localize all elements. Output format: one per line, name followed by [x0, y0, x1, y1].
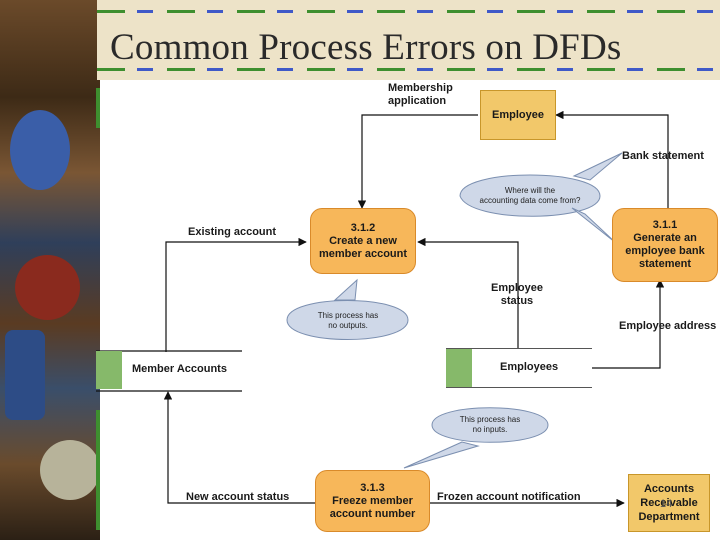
- callout-pointer: [403, 441, 480, 469]
- process-line: Generate an: [633, 232, 697, 244]
- flow-label-existing-account: Existing account: [188, 226, 277, 238]
- store-employees-label: Employees: [500, 361, 559, 373]
- entity-ar-line-1: Accounts: [643, 483, 695, 495]
- flow-existing-account: [165, 237, 307, 352]
- accent-bar: [96, 88, 100, 128]
- medal-cross-decor: [15, 255, 80, 320]
- callout-bubble: [431, 407, 549, 443]
- flow-new-account-status: [163, 391, 315, 504]
- callout-line: Where will the: [504, 186, 556, 195]
- entity-ar-line-2: Receivable: [640, 497, 698, 509]
- callout-no-outputs: This process has no outputs.: [290, 311, 406, 331]
- process-id: 3.1.2: [350, 221, 376, 234]
- store-member-accounts: Member Accounts: [96, 351, 242, 389]
- callout-pointer: [571, 207, 617, 244]
- slide-title: Common Process Errors on DFDs: [110, 27, 622, 68]
- flow-label-bank-statement: Bank statement: [622, 150, 704, 162]
- process-line: member account: [318, 247, 408, 260]
- flow-employee-address: [592, 279, 665, 369]
- compass-decor: [40, 440, 100, 500]
- process-3-1-3: 3.1.3 Freeze member account number: [315, 470, 430, 532]
- title-stripe-top: [97, 10, 720, 13]
- title-stripe-bottom: [97, 68, 720, 71]
- callout-pointer: [333, 278, 358, 301]
- flow-label-line: Employee: [491, 282, 543, 294]
- entity-employee-label: Employee: [492, 109, 544, 121]
- process-line: Create a new: [329, 234, 397, 247]
- callout-bubble: [286, 300, 409, 340]
- callout-bubble: [459, 174, 601, 217]
- flow-label-new-account-status: New account status: [186, 491, 290, 503]
- callout-pointer: [572, 152, 623, 181]
- medal-ribbon-decor: [10, 110, 70, 190]
- callout-line: This process has: [459, 415, 521, 424]
- callout-line: This process has: [317, 311, 379, 320]
- page-number: 14: [660, 498, 673, 510]
- flow-label-line: Membership: [388, 82, 453, 94]
- process-id: 3.1.1: [652, 219, 678, 231]
- ribbon-decor: [5, 330, 45, 420]
- process-id: 3.1.3: [360, 481, 385, 494]
- process-line: employee bank: [625, 245, 705, 257]
- entity-employee: Employee: [480, 90, 556, 140]
- process-3-1-1: 3.1.1 Generate an employee bank statemen…: [612, 208, 718, 282]
- accent-bar: [96, 410, 100, 530]
- flow-label-membership-application: Membership application: [388, 82, 453, 108]
- flow-label-employee-address: Employee address: [619, 320, 717, 332]
- flow-label-line: application: [388, 95, 447, 107]
- store-tab: [446, 349, 472, 387]
- title-band: [97, 0, 720, 80]
- flow-employee-status: [417, 237, 519, 348]
- callout-line: no inputs.: [472, 425, 508, 434]
- flow-label-frozen-account-notification: Frozen account notification: [437, 491, 581, 503]
- callout-data-source: Where will the accounting data come from…: [462, 186, 598, 206]
- store-tab: [96, 351, 122, 389]
- callout-no-inputs: This process has no inputs.: [434, 415, 546, 435]
- store-member-accounts-label: Member Accounts: [132, 363, 227, 375]
- process-line: account number: [329, 507, 416, 520]
- process-line: Freeze member: [332, 494, 413, 507]
- entity-accounts-receivable: Accounts Receivable Department: [628, 474, 710, 532]
- callout-line: no outputs.: [328, 321, 368, 330]
- process-line: statement: [639, 258, 691, 270]
- decorative-photo-strip: [0, 0, 100, 540]
- callout-line: accounting data come from?: [479, 196, 581, 205]
- flow-label-line: status: [500, 295, 534, 307]
- store-employees: Employees: [446, 348, 592, 388]
- flow-membership-application: [357, 114, 478, 209]
- flow-label-employee-status: Employee status: [491, 282, 543, 308]
- entity-ar-line-3: Department: [638, 511, 700, 523]
- flow-bank-statement: [555, 110, 669, 208]
- process-3-1-2: 3.1.2 Create a new member account: [310, 208, 416, 274]
